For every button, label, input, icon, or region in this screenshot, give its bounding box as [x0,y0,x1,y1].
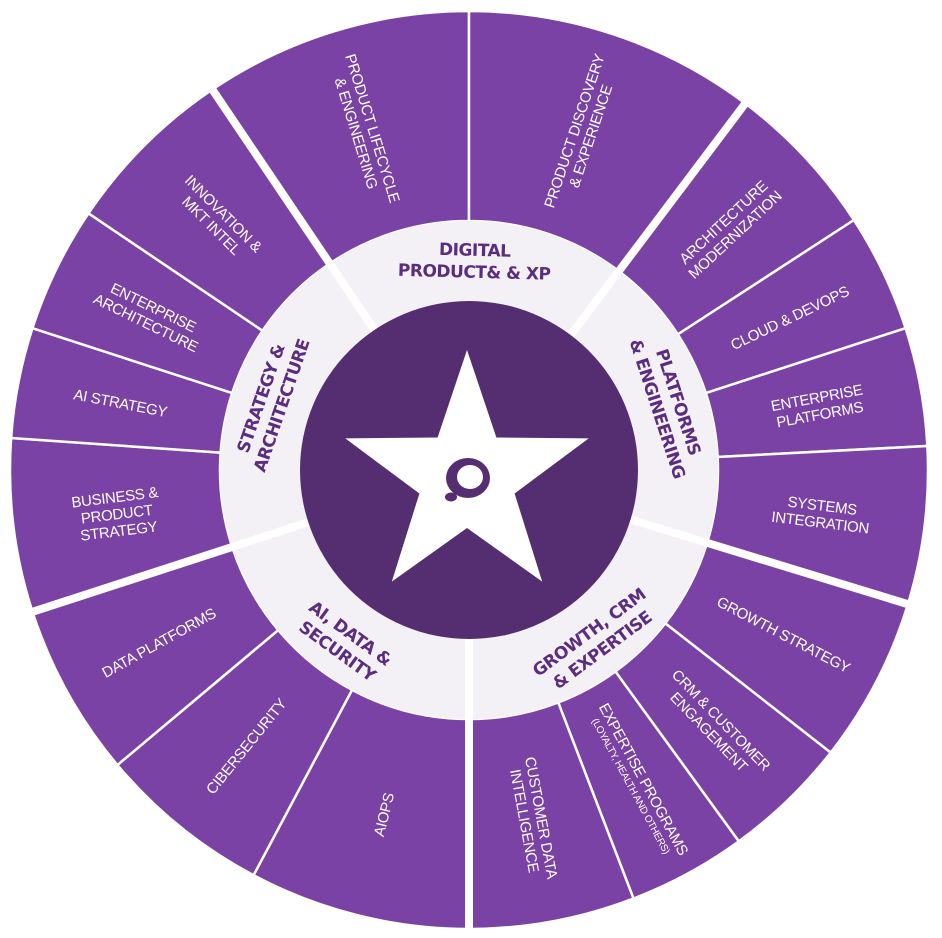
label-line: PRODUCT& & XP [398,261,551,285]
group-divider [27,517,312,617]
segment-layer [8,9,930,931]
group-ring-layer [219,221,718,719]
group-divider [206,83,379,334]
group-ring-3[interactable] [232,522,469,719]
logo-mark-icon [445,458,490,502]
group-ring-1[interactable] [570,271,718,543]
group-ring-4[interactable] [219,263,375,547]
label-line: DIGITAL [439,240,512,262]
group-divider [566,97,751,340]
segment-label: BUSINESS &PRODUCTSTRATEGY [71,484,164,545]
group-ring-2[interactable] [469,519,708,719]
divider-layer [27,83,913,933]
star-logo-icon [345,350,589,582]
group-divider [627,515,913,610]
group-label: DIGITALPRODUCT& & XP [398,239,552,285]
group-ring-0[interactable] [329,221,619,336]
